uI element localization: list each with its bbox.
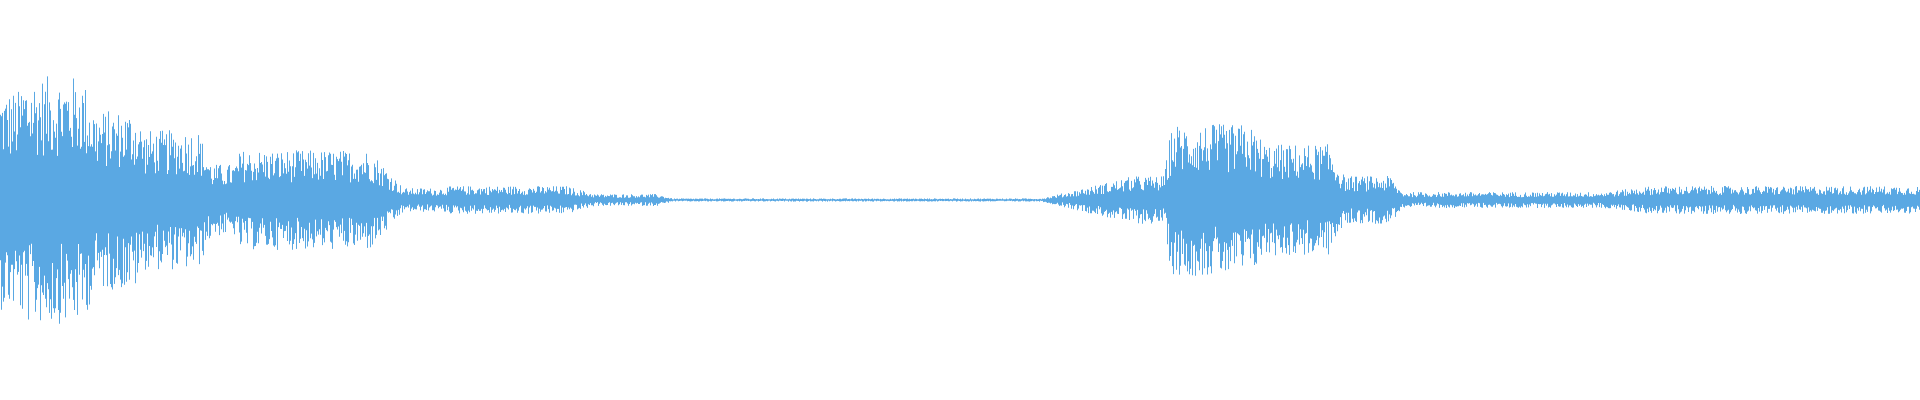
waveform-path bbox=[0, 76, 1920, 324]
waveform-peaks bbox=[0, 76, 1920, 324]
